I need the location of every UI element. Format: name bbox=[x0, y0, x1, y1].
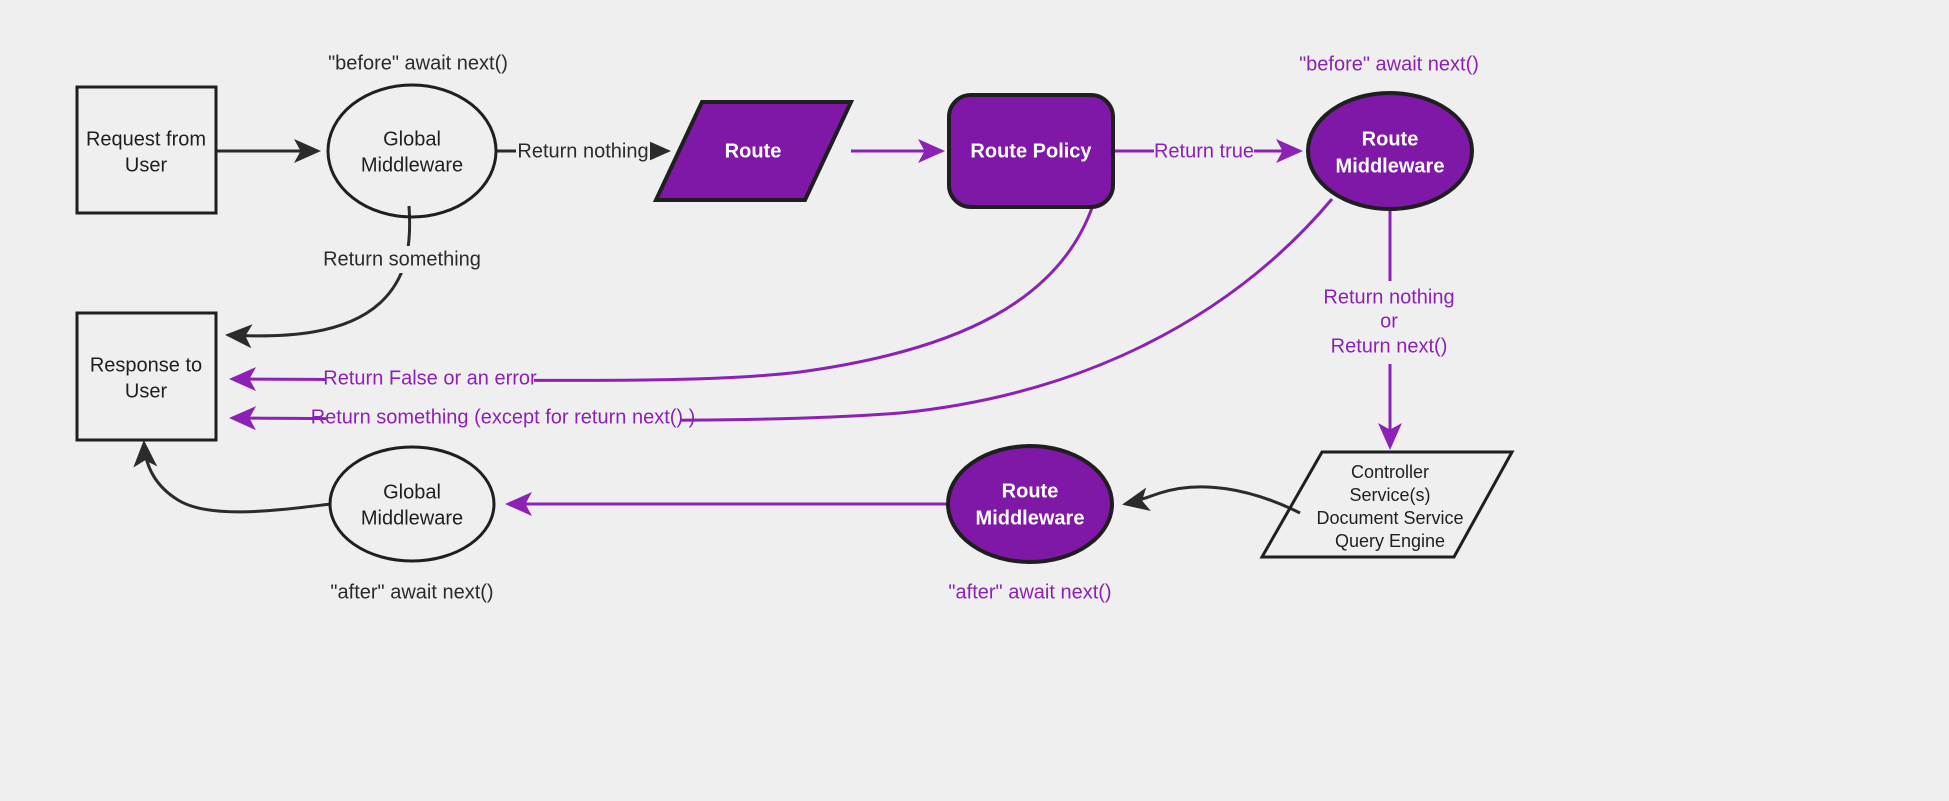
annotation-after-await-next-route: "after" await next() bbox=[948, 581, 1111, 603]
node-route-middleware-before[interactable]: Route Middleware bbox=[1306, 91, 1474, 211]
edge-controller-to-route-middleware-after bbox=[1122, 485, 1301, 515]
edge-route-policy-to-response-false bbox=[229, 204, 1095, 392]
node-response-to-user[interactable]: Response to User bbox=[75, 311, 218, 442]
annotation-before-await-next-global: "before" await next() bbox=[328, 52, 508, 74]
global-middleware-before-label-line1: Global bbox=[383, 128, 441, 150]
label-mask-return-true bbox=[1154, 138, 1254, 165]
request-from-user-label-line2: User bbox=[125, 154, 168, 176]
response-to-user-shape bbox=[75, 311, 218, 442]
annotation-before-await-next-route: "before" await next() bbox=[1299, 53, 1479, 75]
route-policy-label: Route Policy bbox=[970, 140, 1092, 162]
edge-label-return-nothing-or-next-line3: Return next() bbox=[1331, 335, 1448, 357]
controller-shape bbox=[1259, 450, 1515, 559]
route-label: Route bbox=[725, 140, 782, 162]
edge-label-return-nothing: Return nothing bbox=[517, 140, 648, 162]
route-middleware-before-shape bbox=[1306, 91, 1474, 211]
edge-label-return-something-top: Return something bbox=[323, 248, 481, 270]
route-middleware-after-label-line1: Route bbox=[1002, 480, 1059, 502]
global-middleware-after-label-line2: Middleware bbox=[361, 507, 463, 529]
response-to-user-label-line2: User bbox=[125, 380, 168, 402]
node-request-from-user[interactable]: Request from User bbox=[75, 85, 218, 215]
node-controller[interactable]: Controller Service(s) Document Service Q… bbox=[1259, 450, 1515, 559]
label-mask-return-false bbox=[326, 365, 534, 392]
label-mask-return-something-top bbox=[328, 246, 476, 273]
controller-label-line2: Service(s) bbox=[1349, 485, 1430, 505]
node-global-middleware-before[interactable]: Global Middleware bbox=[326, 83, 498, 219]
route-middleware-after-shape bbox=[946, 444, 1114, 564]
route-shape bbox=[652, 100, 855, 202]
label-mask-return-nothing bbox=[516, 138, 650, 165]
node-route-policy[interactable]: Route Policy bbox=[947, 93, 1115, 209]
request-from-user-label-line1: Request from bbox=[86, 128, 206, 150]
global-middleware-after-shape bbox=[328, 445, 496, 563]
node-route[interactable]: Route bbox=[652, 100, 855, 202]
request-from-user-shape bbox=[75, 85, 218, 215]
response-to-user-label-line1: Response to bbox=[90, 354, 202, 376]
edge-global-middleware-after-to-response bbox=[133, 440, 332, 514]
route-middleware-before-label-line1: Route bbox=[1362, 128, 1419, 150]
controller-label-line4: Query Engine bbox=[1335, 531, 1445, 551]
edge-label-return-something-except: Return something (except for return next… bbox=[311, 406, 696, 428]
edge-global-middleware-to-response bbox=[225, 205, 412, 349]
edge-label-return-nothing-or-next-line1: Return nothing bbox=[1323, 286, 1454, 308]
label-mask-return-something-except bbox=[326, 404, 680, 431]
node-global-middleware-after[interactable]: Global Middleware bbox=[328, 445, 496, 563]
route-policy-shape bbox=[947, 93, 1115, 209]
route-middleware-before-label-line2: Middleware bbox=[1336, 155, 1445, 177]
edge-label-return-nothing-or-next-line2: or bbox=[1380, 310, 1398, 332]
route-middleware-after-label-line2: Middleware bbox=[976, 507, 1085, 529]
edge-label-return-false-or-error: Return False or an error bbox=[323, 367, 537, 389]
global-middleware-before-label-line2: Middleware bbox=[361, 154, 463, 176]
annotation-after-await-next-global: "after" await next() bbox=[330, 581, 493, 603]
node-route-middleware-after[interactable]: Route Middleware bbox=[946, 444, 1114, 564]
controller-label-line3: Document Service bbox=[1316, 508, 1463, 528]
controller-label-line1: Controller bbox=[1351, 462, 1429, 482]
global-middleware-before-shape bbox=[326, 83, 498, 219]
global-middleware-after-label-line1: Global bbox=[383, 481, 441, 503]
edge-label-return-true: Return true bbox=[1154, 140, 1254, 162]
